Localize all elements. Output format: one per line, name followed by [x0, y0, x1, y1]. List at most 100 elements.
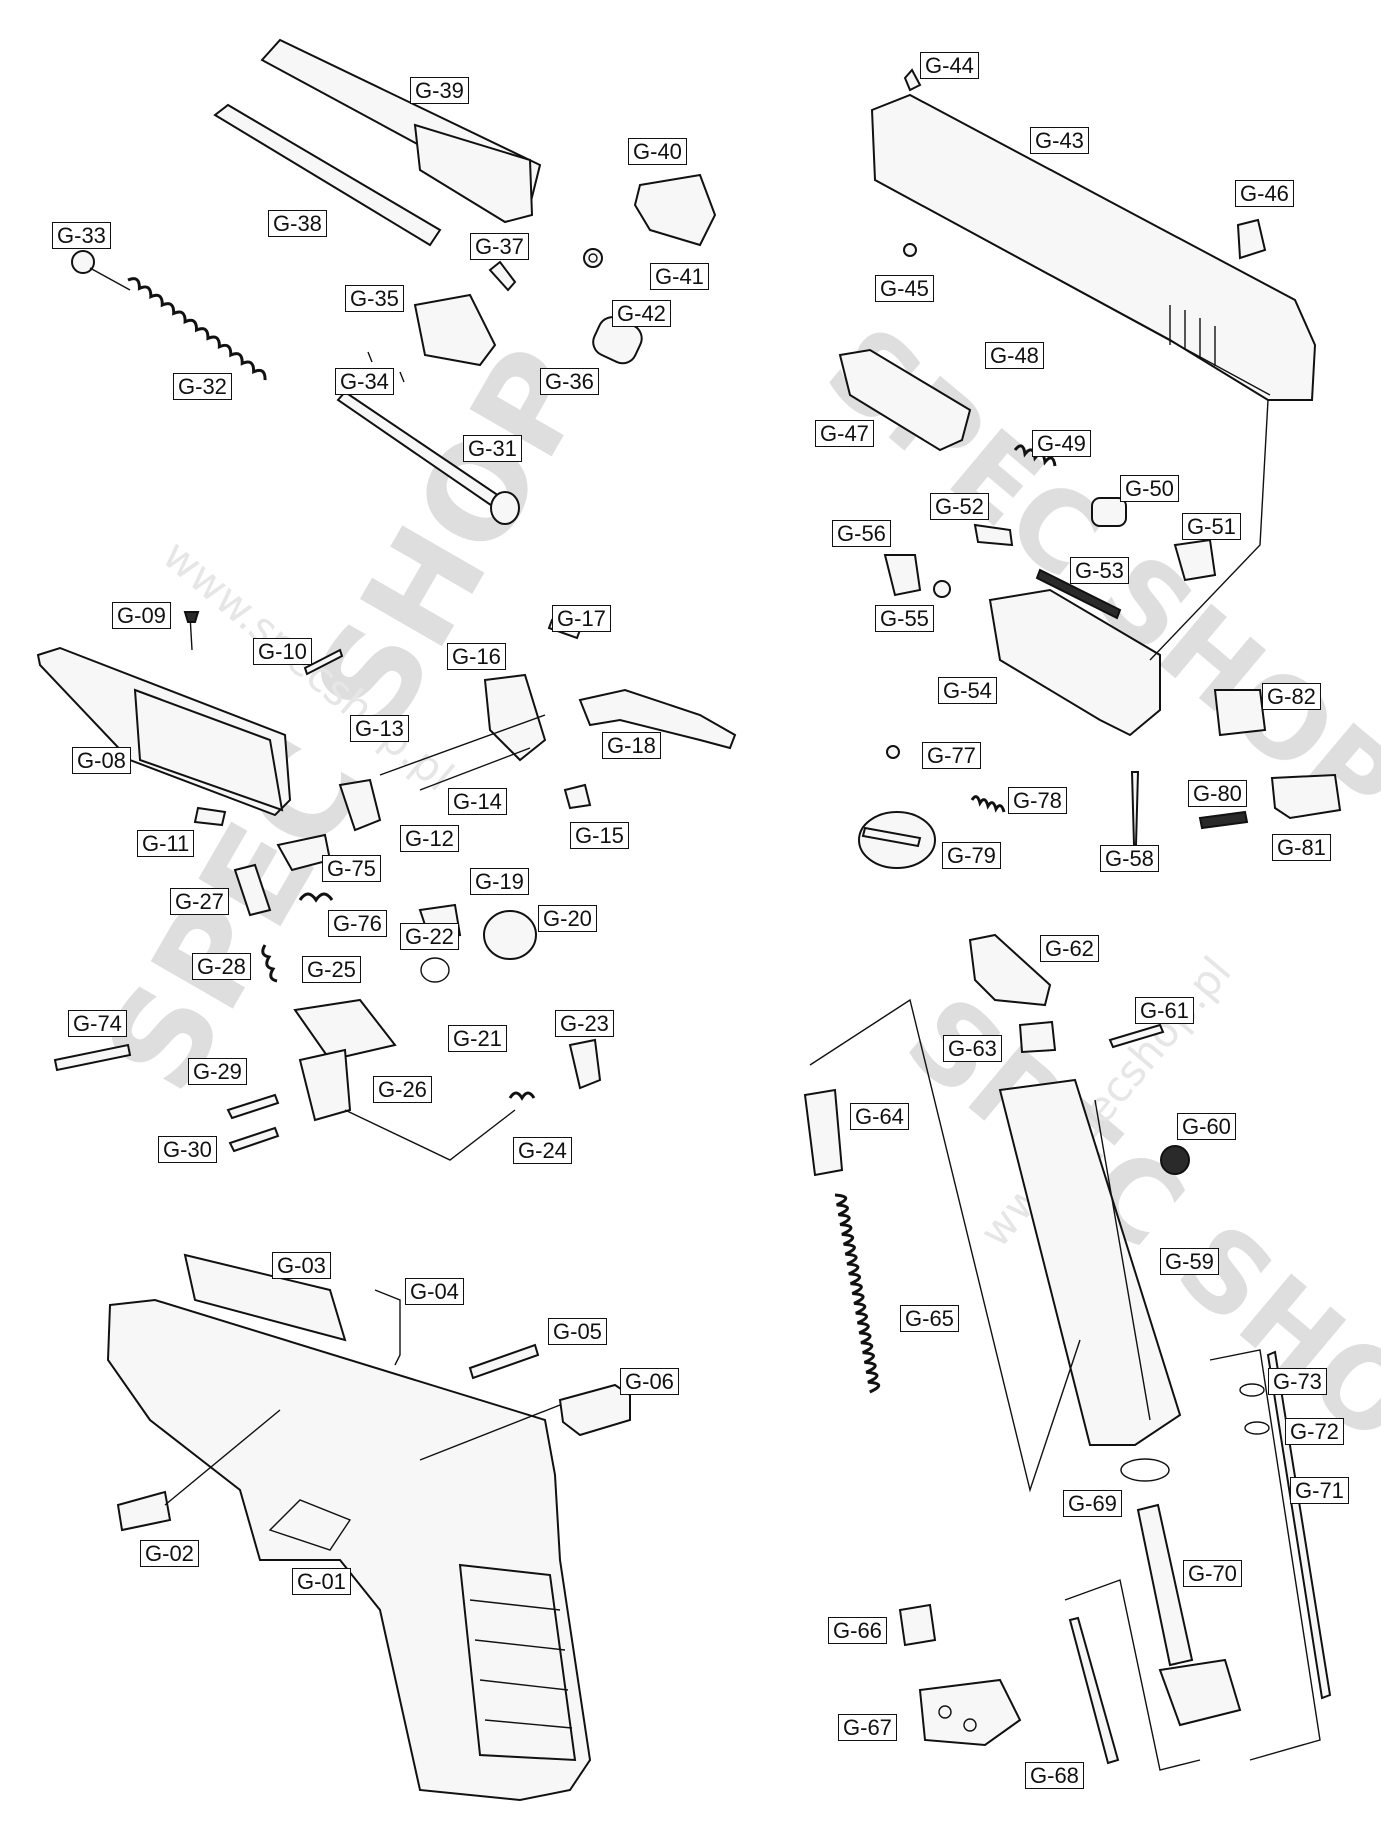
label-g61: G-61 — [1135, 997, 1194, 1024]
label-g35: G-35 — [345, 285, 404, 312]
trigger-guard — [268, 1499, 352, 1551]
label-g40: G-40 — [628, 138, 687, 165]
part-g81 — [1270, 773, 1342, 820]
label-g38: G-38 — [268, 210, 327, 237]
spring-g04 — [374, 1289, 401, 1366]
label-g17: G-17 — [552, 605, 611, 632]
housing-cap — [883, 554, 922, 597]
label-g14: G-14 — [448, 788, 507, 815]
label-g81: G-81 — [1272, 834, 1331, 861]
label-g16: G-16 — [447, 643, 506, 670]
label-g02: G-02 — [140, 1540, 199, 1567]
pin-g30 — [228, 1126, 280, 1153]
label-g72: G-72 — [1285, 1418, 1344, 1445]
label-g74: G-74 — [68, 1010, 127, 1037]
rod-g70 — [1136, 1503, 1194, 1667]
hop-up-chamber — [633, 173, 717, 247]
label-g49: G-49 — [1032, 430, 1091, 457]
slide-lock-g27 — [233, 863, 272, 917]
front-sight — [903, 68, 922, 92]
label-g73: G-73 — [1268, 1368, 1327, 1395]
recoil-spring — [127, 277, 267, 381]
label-g56: G-56 — [832, 520, 891, 547]
label-g34: G-34 — [335, 368, 394, 395]
label-g64: G-64 — [850, 1103, 909, 1130]
label-g03: G-03 — [272, 1252, 331, 1279]
label-g60: G-60 — [1177, 1113, 1236, 1140]
guide-rod-head — [490, 491, 520, 525]
magazine-assembly — [803, 933, 1332, 1771]
rod-g71 — [1266, 1350, 1332, 1700]
label-g50: G-50 — [1120, 475, 1179, 502]
blowback-housing — [988, 588, 1161, 737]
label-g28: G-28 — [192, 953, 251, 980]
inner-barrel — [213, 103, 442, 247]
valve-g60 — [1160, 1145, 1190, 1175]
label-g24: G-24 — [513, 1137, 572, 1164]
hop-up-dial — [583, 248, 603, 268]
plate-g82 — [1213, 689, 1267, 737]
part-g11 — [193, 806, 227, 827]
label-g54: G-54 — [938, 677, 997, 704]
label-g06: G-06 — [620, 1368, 679, 1395]
spring-g76 — [298, 892, 334, 903]
takedown-g02 — [116, 1490, 172, 1532]
baseplate-g67 — [918, 1678, 1022, 1747]
label-g43: G-43 — [1030, 127, 1089, 154]
part-g66 — [898, 1603, 937, 1647]
label-g19: G-19 — [470, 868, 529, 895]
spring-g65 — [834, 1193, 881, 1394]
magazine-body-g59 — [998, 1078, 1182, 1446]
part-g63 — [1018, 1020, 1057, 1054]
nozzle-spring — [1013, 444, 1057, 467]
nozzle-housing — [838, 348, 972, 452]
rod-g68 — [1068, 1616, 1120, 1765]
label-g65: G-65 — [900, 1305, 959, 1332]
pin-g74 — [53, 1043, 132, 1072]
label-g39: G-39 — [410, 77, 469, 104]
label-g78: G-78 — [1008, 787, 1067, 814]
label-g31: G-31 — [463, 435, 522, 462]
label-g75: G-75 — [322, 855, 381, 882]
label-g76: G-76 — [328, 910, 387, 937]
screws-g34 — [367, 351, 405, 383]
label-g48: G-48 — [985, 342, 1044, 369]
label-g32: G-32 — [173, 373, 232, 400]
label-g09: G-09 — [112, 602, 171, 629]
label-g30: G-30 — [158, 1136, 217, 1163]
spring-cap — [71, 250, 95, 274]
valve-cap — [1173, 538, 1217, 582]
spring-g80 — [1198, 810, 1249, 830]
hammer-g20 — [483, 910, 537, 960]
label-g69: G-69 — [1063, 1490, 1122, 1517]
follower-g64 — [803, 1088, 844, 1177]
ring-g72 — [1244, 1421, 1270, 1435]
label-g52: G-52 — [930, 493, 989, 520]
locking-block — [413, 293, 497, 367]
label-g79: G-79 — [942, 842, 1001, 869]
label-g71: G-71 — [1290, 1477, 1349, 1504]
label-g23: G-23 — [555, 1010, 614, 1037]
label-g04: G-04 — [405, 1278, 464, 1305]
label-g01: G-01 — [292, 1568, 351, 1595]
pin-g61 — [1108, 1023, 1165, 1049]
grip-texture — [458, 1563, 577, 1762]
pin-g77 — [886, 745, 900, 759]
label-g63: G-63 — [943, 1035, 1002, 1062]
housing-screw — [933, 580, 951, 598]
spring-g28 — [261, 944, 278, 983]
trigger-bar-g16 — [483, 673, 547, 762]
part-g15 — [563, 783, 592, 810]
frame-assembly — [106, 1253, 631, 1802]
barrel-chamber — [413, 123, 534, 224]
label-g12: G-12 — [400, 825, 459, 852]
label-g27: G-27 — [170, 888, 229, 915]
pin-g29 — [226, 1093, 280, 1120]
pin-g05 — [468, 1343, 540, 1380]
label-g55: G-55 — [875, 605, 934, 632]
spring-g22 — [420, 957, 450, 983]
label-g11: G-11 — [137, 830, 195, 857]
label-g70: G-70 — [1183, 1560, 1242, 1587]
